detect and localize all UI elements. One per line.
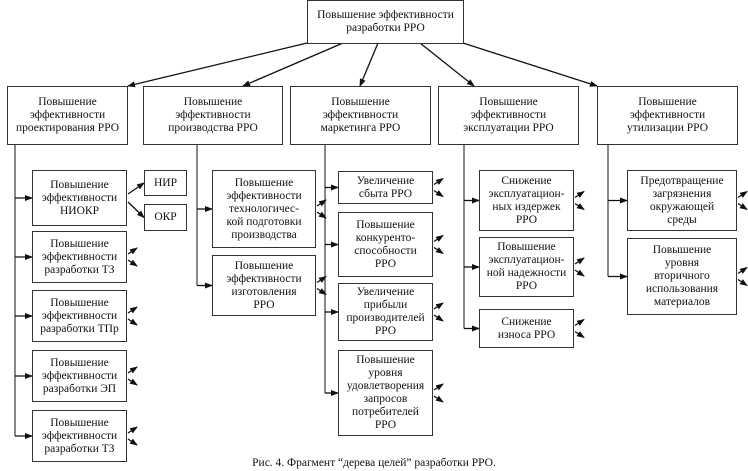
root-to-branch-arrow — [359, 42, 379, 87]
goal-box: Предотвращение загрязнения окружающей ср… — [627, 170, 737, 231]
root-to-branch-arrow — [127, 42, 308, 88]
goal-box: Повышение эффективности разработки ЭП — [32, 350, 127, 402]
branch-box: Повышение эффективности производства РРО — [143, 86, 283, 145]
goal-box: Повышение конкуренто- способности РРО — [338, 212, 433, 277]
branch-box: Повышение эффективности утилизации РРО — [597, 86, 738, 145]
outgoing-arrow — [574, 269, 585, 277]
goal-box: Повышение уровня вторичного использовани… — [627, 238, 737, 315]
outgoing-arrow — [127, 366, 138, 374]
outgoing-arrow — [433, 314, 444, 322]
outgoing-arrow — [574, 202, 585, 211]
outgoing-arrow — [433, 395, 444, 403]
goal-box: Повышение эффективности разработки ТПр — [32, 290, 127, 342]
outgoing-arrow — [574, 257, 585, 265]
outgoing-arrow — [737, 190, 748, 199]
outgoing-arrow — [127, 259, 138, 267]
outgoing-arrow — [127, 318, 138, 326]
root-to-branch-arrow — [462, 42, 598, 87]
outgoing-arrow — [127, 438, 138, 446]
branch-box: Повышение эффективности маркетинга РРО — [290, 86, 431, 145]
goal-box: Снижение износа РРО — [479, 309, 574, 348]
goal-box: Повышение эффективности НИОКР — [32, 170, 127, 226]
outgoing-arrow — [127, 306, 138, 314]
outgoing-arrow — [574, 190, 585, 199]
outgoing-arrow — [127, 247, 138, 255]
root-to-branch-arrow — [242, 42, 344, 87]
outgoing-arrow — [574, 330, 585, 339]
outgoing-arrow — [433, 302, 444, 310]
outgoing-arrow — [433, 189, 444, 198]
outgoing-arrow — [574, 318, 585, 327]
goal-box: Повышение эффективности разработки ТЗ — [32, 410, 127, 462]
outgoing-arrow — [127, 426, 138, 434]
goal-box: Снижение эксплуатацион- ных издержек РРО — [479, 170, 574, 231]
outgoing-arrow — [737, 202, 748, 211]
outgoing-arrow — [737, 278, 748, 287]
root-to-branch-arrow — [419, 42, 475, 87]
branch-box: Повышение эффективности проектирования Р… — [7, 86, 128, 145]
goal-box: Повышение уровня удовлетворения запросов… — [338, 350, 433, 436]
outgoing-arrow — [433, 383, 444, 391]
figure-caption: Рис. 4. Фрагмент “дерева целей” разработ… — [252, 457, 496, 469]
outgoing-arrow — [433, 234, 444, 243]
outgoing-arrow — [737, 266, 748, 275]
subgoal-box: НИР — [144, 170, 187, 196]
goal-box: Повышение эффективности технологичес- ко… — [212, 170, 316, 248]
goal-box: Повышение эффективности изготовления РРО — [212, 255, 316, 316]
outgoing-arrow — [433, 246, 444, 255]
subgoal-arrow — [127, 201, 145, 219]
outgoing-arrow — [433, 177, 444, 186]
subgoal-arrow — [127, 182, 145, 195]
subgoal-box: ОКР — [144, 204, 187, 231]
outgoing-arrow — [127, 378, 138, 386]
root-goal-box: Повышение эффективности разработки РРО — [307, 0, 464, 44]
goal-box: Повышение эффективности разработки ТЗ — [32, 231, 127, 283]
goal-box: Увеличение сбыта РРО — [338, 171, 433, 204]
goal-box: Повышение эксплуатацион- ной надежности … — [479, 237, 574, 297]
goal-box: Увеличение прибыли производителей РРО — [338, 283, 433, 341]
branch-box: Повышение эффективности эксплуатации РРО — [438, 86, 579, 145]
